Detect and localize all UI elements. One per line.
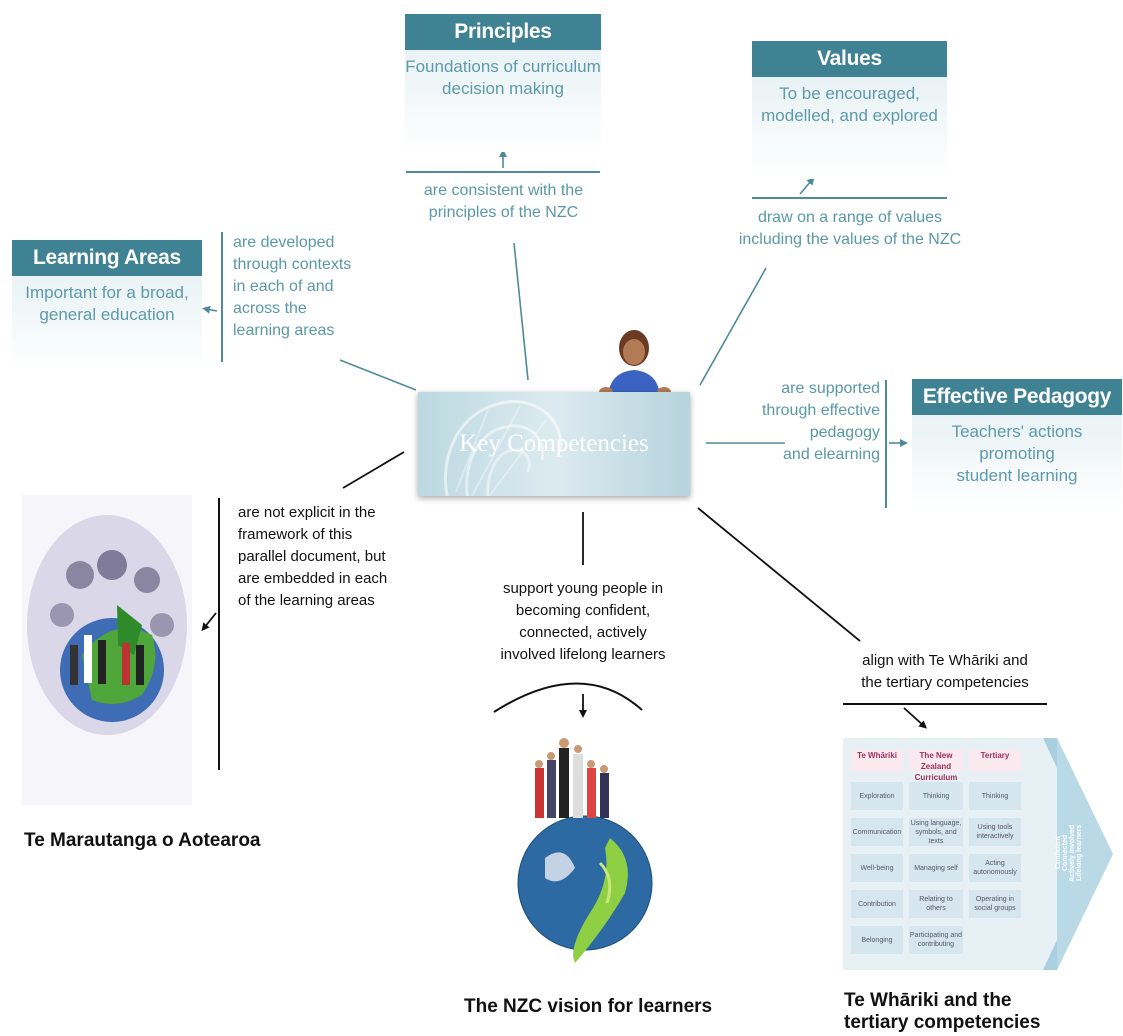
table-cell: Using tools interactively [969, 818, 1021, 846]
shell-icon [444, 400, 563, 496]
table-arrow-text: Confident Connected Actively involved Li… [1055, 824, 1083, 882]
table-header-whariki: Te Whāriki [851, 750, 903, 772]
maori-note: are not explicit in the framework of thi… [238, 504, 388, 609]
kc-to-values-line [699, 267, 767, 386]
competencies-table: Te Whāriki The New Zealand Curriculum Te… [843, 738, 1113, 970]
table-cell: Managing self [909, 854, 963, 882]
kc-to-principles-line [513, 242, 529, 381]
table-cell: Exploration [851, 782, 903, 810]
key-competencies-title: Key Competencies [459, 430, 649, 457]
whariki-caption: Te Whāriki and the tertiary competencies [844, 990, 1041, 1033]
whariki-arrow [903, 707, 927, 729]
vision-caption: The NZC vision for learners [464, 996, 713, 1017]
principles-subtitle: Foundations of curriculum decision makin… [405, 57, 601, 98]
table-cell: Operating in social groups [969, 890, 1021, 918]
values-box: Values To be encouraged, modelled, and e… [752, 41, 947, 179]
learning-areas-subtitle: Important for a broad, general education [25, 283, 189, 324]
pedagogy-note: are supported through effective pedagogy… [761, 380, 880, 463]
table-cell: Thinking [909, 782, 963, 810]
learning-areas-arrow [202, 305, 218, 314]
table-cell: Well-being [851, 854, 903, 882]
effective-pedagogy-title: Effective Pedagogy [912, 379, 1122, 415]
maori-arrow [201, 612, 217, 632]
table-header-nzc: The New Zealand Curriculum [909, 750, 963, 782]
kc-to-learning-areas-line [339, 359, 417, 391]
table-cell: Acting autonomously [969, 854, 1021, 882]
table-header-tertiary: Tertiary [969, 750, 1021, 772]
effective-pedagogy-box: Effective Pedagogy Teachers' actions pro… [912, 379, 1122, 509]
values-arrow [799, 176, 815, 195]
table-cell: Belonging [851, 926, 903, 954]
table-cell: Communication [851, 818, 903, 846]
whariki-note: align with Te Whāriki and the tertiary c… [861, 652, 1029, 691]
learning-areas-box: Learning Areas Important for a broad, ge… [12, 240, 202, 370]
globe-image [517, 738, 653, 963]
vision-note: support young people in becoming confide… [500, 580, 666, 663]
effective-pedagogy-subtitle: Teachers' actions promoting student lear… [951, 422, 1083, 485]
principles-box: Principles Foundations of curriculum dec… [405, 14, 601, 152]
principles-note: are consistent with the principles of th… [423, 182, 584, 221]
table-cell: Relating to others [909, 890, 963, 918]
child-figure [599, 330, 671, 396]
learning-areas-title: Learning Areas [12, 240, 202, 276]
values-title: Values [752, 41, 947, 77]
values-subtitle: To be encouraged, modelled, and explored [761, 84, 938, 125]
vision-arc [493, 682, 643, 713]
maori-curriculum-image [22, 495, 192, 805]
table-cell: Participating and contributing [909, 926, 963, 954]
principles-title: Principles [405, 14, 601, 50]
maori-caption: Te Marautanga o Aotearoa [24, 830, 261, 851]
table-cell: Thinking [969, 782, 1021, 810]
learning-areas-note: are developed through contexts in each o… [233, 234, 352, 339]
key-competencies-box: Key Competencies [418, 392, 690, 496]
kc-to-maori-line [342, 451, 405, 489]
values-note: draw on a range of values including the … [738, 209, 962, 248]
kc-to-whariki-line [697, 507, 861, 642]
table-cell: Using language, symbols, and texts [909, 818, 963, 846]
table-cell: Contribution [851, 890, 903, 918]
